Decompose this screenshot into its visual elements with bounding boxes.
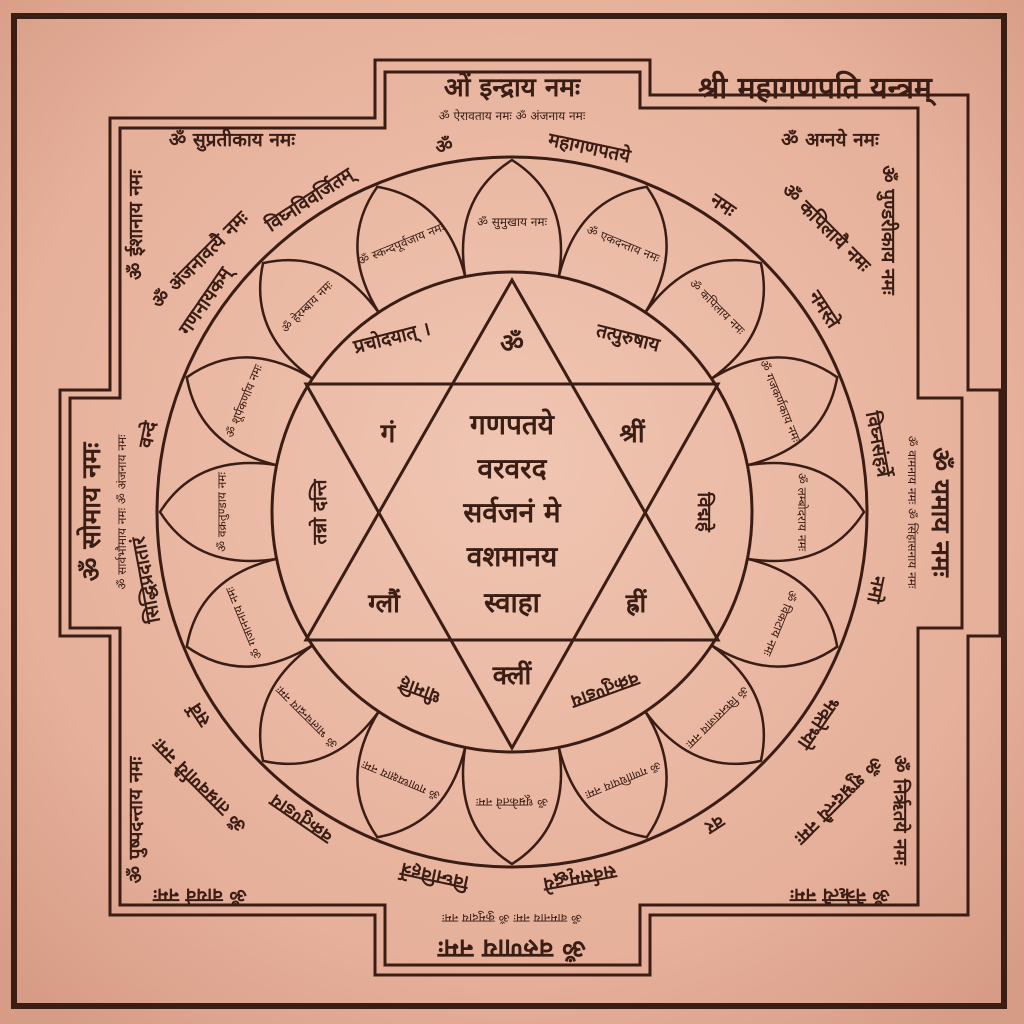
corner-bottom-left-v1: ॐ पुष्पदन्ताय नमः <box>125 755 148 883</box>
lotus-petal <box>557 710 668 839</box>
mantra-line-1: गणपतये <box>469 408 556 441</box>
bhupura-outer <box>58 58 1002 977</box>
lotus-petal <box>185 356 314 467</box>
gate-bottom-main: ॐ वरुणाय नमः <box>436 933 585 963</box>
mantra-line-5: स्वाहा <box>483 586 542 619</box>
bija-bottom-left: ग्लौं <box>367 588 401 619</box>
corner-bottom-right-h: ॐ नैर्ऋत्यै नमः <box>789 884 890 907</box>
corner-bottom-left-h: ॐ वायवे नमः <box>152 884 247 907</box>
bija-bottom: क्लीं <box>492 660 533 691</box>
gate-top-sub: ॐ ऐरावताय नमः ॐ अंजनाय नमः <box>439 109 586 123</box>
petal-label: ॐ धूम्रकेतवे नमः <box>475 794 548 809</box>
lotus-petal <box>557 185 668 314</box>
bija-bottom-right: ह्रीं <box>625 588 648 619</box>
lotus-petal <box>258 258 380 380</box>
corner-top-left-v1: ॐ ईशानाय नमः <box>124 169 147 280</box>
mantra-line-2: वरवरद <box>477 452 548 485</box>
triangle-down <box>303 382 721 752</box>
bija-top-left: गं <box>380 419 397 449</box>
petal-label: ॐ लम्बोदराय नमः <box>795 473 809 552</box>
gate-left-sub: ॐ सार्वभौमाय नमः ॐ अंजनाय नमः <box>115 434 129 590</box>
lotus-petal <box>185 557 314 668</box>
inner-left: तन्नो दन्ति <box>308 478 331 545</box>
lotus-petal <box>356 185 467 314</box>
bija-top-right: श्रीं <box>619 418 645 449</box>
lotus-petal <box>258 644 380 766</box>
outer-ring-word: ॐ <box>434 134 455 159</box>
gate-right-sub: ॐ वामनाय नमः ॐ सिंहासनाय नमः <box>905 436 919 589</box>
lotus-petal <box>158 461 277 563</box>
inner-om: ॐ <box>500 329 524 359</box>
inner-circle <box>270 270 754 754</box>
corner-top-right-h: ॐ अग्नये नमः <box>781 128 880 151</box>
gate-right-main: ॐ यमाय नमः <box>925 447 955 578</box>
gate-top-main: ओं इन्द्राय नमः <box>444 72 582 103</box>
petal-label: ॐ सुमुखाय नमः <box>477 215 548 230</box>
yantra-title: श्री महागणपति यन्त्रम् <box>698 70 937 107</box>
mantra-line-4: वशमानय <box>466 540 559 573</box>
outer-border <box>11 13 1007 1009</box>
inner-right: विद्महे <box>693 491 716 532</box>
triangle-up <box>303 276 721 642</box>
gate-bottom-sub: ॐ वामनाय नमः ॐ कुमुदाय नमः <box>441 910 582 925</box>
mantra-line-3: सर्वजनं मे <box>462 496 562 529</box>
lotus-petal <box>356 710 467 839</box>
lotus-petal <box>461 158 563 277</box>
lotus-petal <box>710 356 839 467</box>
lotus-petal <box>747 461 866 563</box>
outer-circle <box>155 155 869 869</box>
corner-top-left-h: ॐ सुप्रतीकाय नमः <box>169 128 296 152</box>
lotus-petal <box>710 557 839 668</box>
bhupura-inner <box>68 70 964 967</box>
gate-left-main: ॐ सोमाय नमः <box>76 441 107 581</box>
petal-label: ॐ वक्रतुण्डाय नमः <box>215 472 230 552</box>
lotus-petal <box>644 644 766 766</box>
corner-bottom-right-v1: ॐ निर्ऋतये नमः <box>889 755 912 866</box>
corner-top-right-v1: ॐ पुण्डरीकाय नमः <box>876 165 900 296</box>
lotus-petal <box>461 747 563 866</box>
lotus-petal <box>644 258 766 380</box>
